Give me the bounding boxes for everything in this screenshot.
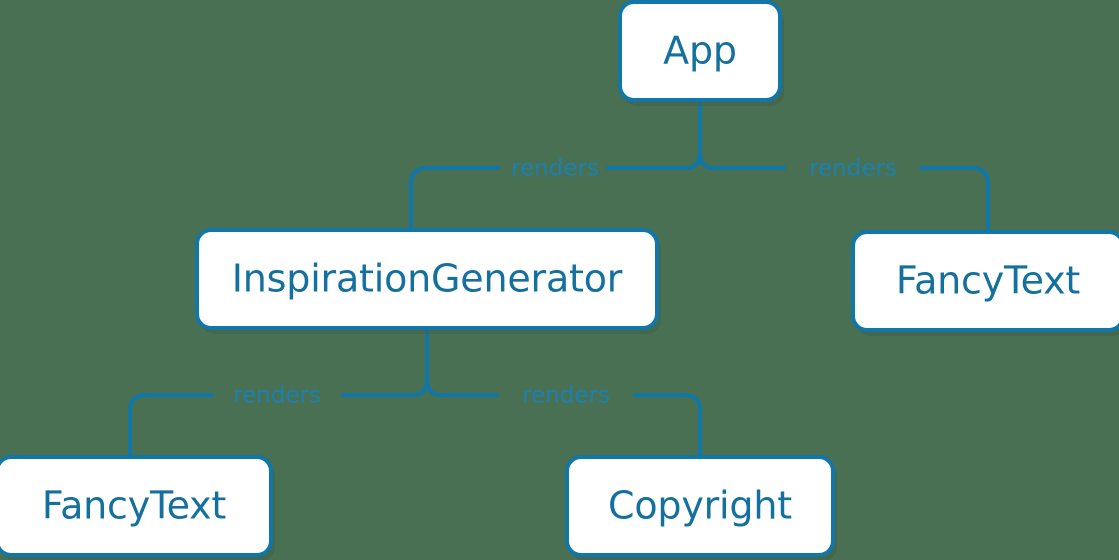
edge-stem-inspiration-generator: [425, 326, 443, 397]
edge-stem-app-mirror: [684, 150, 702, 170]
node-fancytext-right-box[interactable]: [851, 230, 1119, 332]
edge-inspiration-generator-to-copyright: [439, 393, 702, 459]
node-copyright-box[interactable]: [565, 455, 835, 557]
node-copyright-label: Copyright: [608, 484, 792, 528]
edge-stem-app: [698, 98, 716, 170]
edge-label-app-to-fancytext-right: renders: [809, 156, 897, 182]
node-fancytext-left-box[interactable]: [0, 455, 273, 557]
node-inspiration-generator-box[interactable]: [195, 228, 659, 330]
edge-app-to-fancytext-right: [712, 166, 990, 234]
edge-label-inspiration-generator-to-copyright: renders: [522, 383, 610, 409]
node-inspiration-generator-label: InspirationGenerator: [232, 257, 623, 301]
edge-stem-inspiration-generator-mirror: [411, 377, 429, 397]
node-inspiration-generator[interactable]: InspirationGenerator: [195, 228, 661, 334]
node-fancytext-right[interactable]: FancyText: [851, 230, 1119, 336]
edge-group-app: [409, 98, 990, 234]
node-copyright[interactable]: Copyright: [565, 455, 837, 560]
node-app-label: App: [663, 29, 737, 73]
edge-label-inspiration-generator-to-fancytext-left: renders: [233, 383, 321, 409]
edge-label-app-to-inspiration-generator: renders: [511, 156, 599, 182]
node-app[interactable]: App: [618, 0, 784, 106]
edge-app-to-inspiration-generator: [409, 166, 688, 232]
edge-group-inspiration-generator: [128, 326, 702, 459]
node-fancytext-left-label: FancyText: [42, 484, 226, 528]
node-app-box[interactable]: [618, 0, 782, 102]
node-fancytext-right-label: FancyText: [896, 259, 1080, 303]
node-fancytext-left[interactable]: FancyText: [0, 455, 275, 560]
edge-inspiration-generator-to-fancytext-left: [128, 393, 415, 459]
